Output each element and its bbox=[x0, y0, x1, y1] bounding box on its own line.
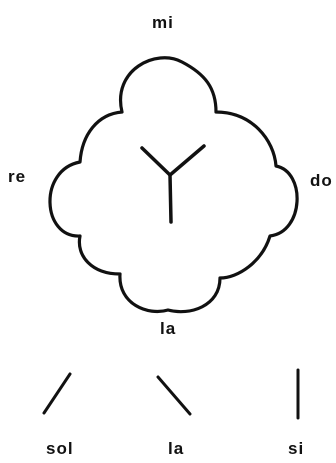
cloud-outline bbox=[50, 58, 297, 312]
label-stroke-3: si bbox=[288, 440, 304, 457]
y-glyph-left-arm bbox=[142, 148, 170, 175]
stroke-falling bbox=[158, 377, 190, 414]
label-bottom: la bbox=[160, 320, 176, 337]
label-right: do bbox=[310, 172, 333, 189]
label-stroke-1: sol bbox=[46, 440, 74, 457]
label-left: re bbox=[8, 168, 26, 185]
y-glyph bbox=[142, 146, 204, 222]
y-glyph-right-arm bbox=[170, 146, 204, 175]
label-stroke-2: la bbox=[168, 440, 184, 457]
stroke-rising bbox=[44, 374, 70, 413]
y-glyph-stem bbox=[170, 175, 171, 222]
label-top: mi bbox=[152, 14, 174, 31]
